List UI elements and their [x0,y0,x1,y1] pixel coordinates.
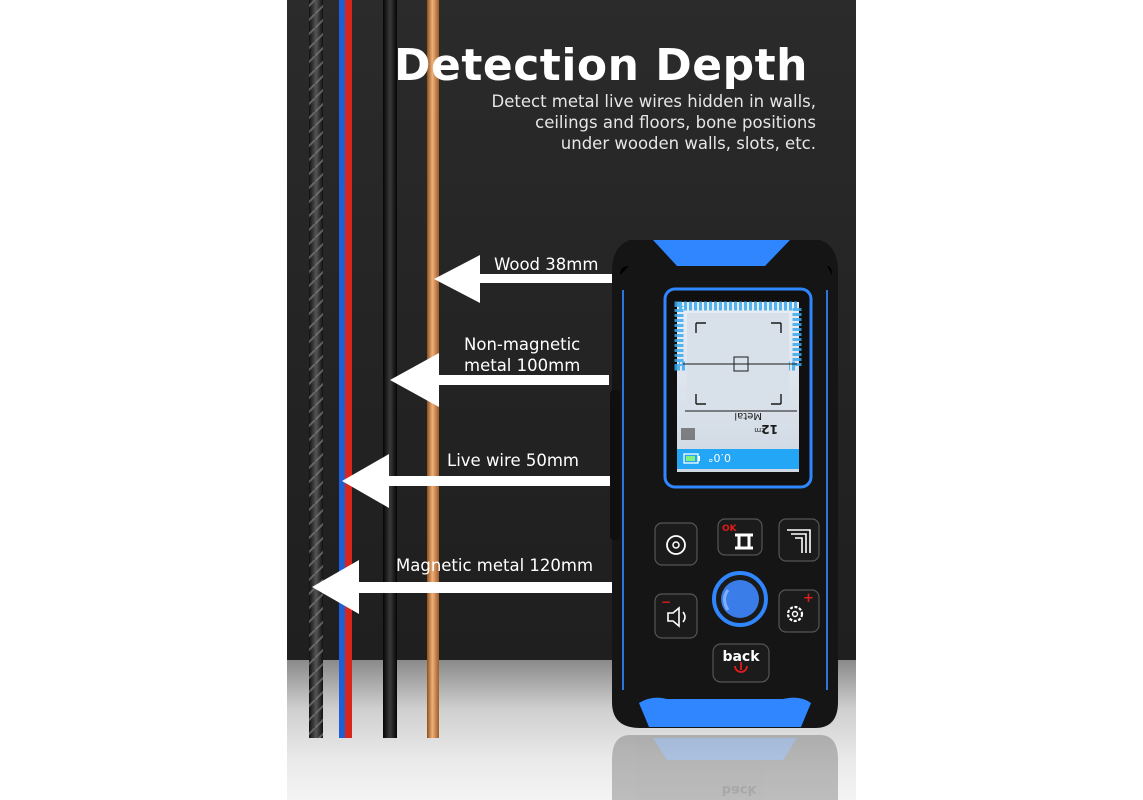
back-label: back [722,649,760,665]
reflection-label: back [722,782,757,797]
arrow-magnetic [312,560,614,614]
label-line: metal 100mm [464,356,581,375]
label-magnetic: Magnetic metal 120mm [396,555,593,576]
wood-mode-button[interactable] [778,518,820,562]
blue-red-wire [339,0,352,738]
speaker-icon [667,606,686,628]
label-line: Magnetic metal 120mm [396,556,594,575]
gear-icon [786,605,804,623]
arrow-live-wire [342,454,614,508]
black-wire [383,0,397,738]
screen-angle-reading: 0.0° [708,451,731,464]
arrow-wood [434,255,622,303]
plus-label: + [803,591,814,606]
description-line: ceilings and floors, bone positions [535,113,816,132]
label-live-wire: Live wire 50mm [447,450,579,471]
label-line: Wood 38mm [494,255,599,274]
device-reflection: back [612,735,838,800]
metal-beam-icon [735,533,753,550]
scene-illustration: 0.0° 12 cm Metal OK − [309,0,838,800]
target-scan-button[interactable] [654,522,698,566]
screen-unit-label: cm [754,426,765,434]
settings-plus-button[interactable]: + [778,589,820,633]
arrow-non-magnetic [390,353,609,407]
center-dial[interactable] [712,571,768,627]
ok-label: OK [722,524,738,534]
label-wood: Wood 38mm [494,254,598,275]
label-non-magnetic: Non-magnetic metal 100mm [464,334,580,376]
description-line: Detect metal live wires hidden in walls, [491,92,816,111]
wood-grain-icon [787,529,811,553]
heading-description: Detect metal live wires hidden in walls,… [456,91,816,154]
ok-metal-button[interactable]: OK [717,518,763,556]
detector-device: 0.0° 12 cm Metal OK − [610,240,838,728]
power-icon [734,662,748,673]
screen-mode-label: Metal [734,410,762,421]
minus-label: − [661,595,671,609]
rebar-wire [309,0,323,738]
back-power-button[interactable]: back [712,643,770,683]
label-line: Live wire 50mm [447,451,579,470]
heading-title: Detection Depth [393,40,808,91]
product-panel: 0.0° 12 cm Metal OK − [287,0,856,800]
label-line: Non-magnetic [464,335,581,354]
volume-minus-button[interactable]: − [654,593,698,639]
screen-unit-reading: 12 [761,422,778,436]
description-line: under wooden walls, slots, etc. [560,134,816,153]
target-icon [666,535,686,555]
